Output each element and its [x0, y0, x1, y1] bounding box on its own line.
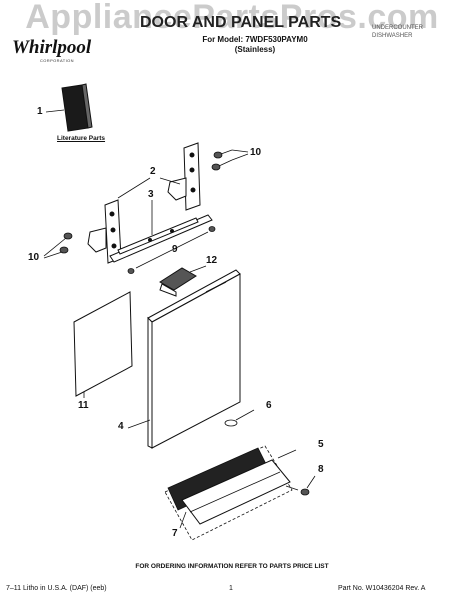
leader-2 [117, 177, 151, 199]
callout-3: 3 [148, 189, 154, 200]
callout-6: 6 [266, 400, 272, 411]
leader-10-top [231, 149, 249, 153]
door-label [224, 419, 238, 427]
callout-4: 4 [118, 421, 124, 432]
whirlpool-logo: Whirlpool [12, 37, 92, 58]
ordering-note: FOR ORDERING INFORMATION REFER TO PARTS … [135, 563, 329, 570]
callout-2: 2 [150, 166, 156, 177]
hinge-screws-right [211, 149, 233, 171]
callout-1: 1 [37, 106, 43, 117]
toe-panel-screw [285, 485, 310, 496]
callout-12: 12 [206, 255, 218, 266]
leader-10-bottom [43, 237, 67, 257]
page-title: DOOR AND PANEL PARTS [140, 14, 342, 31]
model-info: For Model: 7WDF530PAYM0 (Stainless) [160, 35, 350, 55]
leader-10-top-b [231, 153, 249, 161]
leader-9 [135, 231, 209, 269]
litho-info: 7–11 Litho in U.S.A. (DAF) (eeb) [6, 585, 107, 592]
leader-7 [179, 511, 187, 529]
door-panel [147, 269, 241, 449]
hinge-screws-left [59, 232, 73, 254]
leader-1 [45, 109, 65, 113]
callout-10-bottom: 10 [28, 252, 40, 263]
part-number: Part No. W10436204 Rev. A [338, 585, 426, 592]
product-type-line2: DISHWASHER [372, 33, 413, 39]
leader-10-bottom-b [43, 251, 63, 259]
door-vent [159, 267, 197, 297]
callout-8: 8 [318, 464, 324, 475]
callout-11: 11 [78, 400, 89, 411]
hinge-channel [109, 214, 213, 263]
inner-panel-sheet [73, 291, 133, 397]
finish-line: (Stainless) [234, 45, 276, 54]
leader-12 [189, 265, 207, 273]
model-line: For Model: 7WDF530PAYM0 [202, 35, 308, 44]
callout-7: 7 [172, 528, 178, 539]
leader-6 [235, 409, 255, 421]
literature-booklet [61, 83, 93, 132]
callout-10-top: 10 [250, 147, 262, 158]
product-type-line1: UNDERCOUNTER [372, 25, 423, 31]
watermark: AppliancePartsPros.com [25, 0, 439, 36]
toe-panel-group [164, 445, 293, 541]
leader-5 [277, 449, 297, 459]
product-type: UNDERCOUNTER DISHWASHER [372, 24, 460, 40]
leader-2b [159, 177, 181, 185]
leader-8 [306, 475, 316, 489]
right-hinge-bracket [167, 142, 201, 211]
callout-9: 9 [172, 244, 178, 255]
screw-9-right [208, 226, 216, 232]
literature-parts-label: Literature Parts [57, 135, 106, 142]
leader-4 [127, 419, 151, 429]
page-number: 1 [229, 585, 233, 592]
callout-5: 5 [318, 439, 324, 450]
logo-subtext: CORPORATION [40, 58, 74, 63]
toe-panel [181, 459, 291, 525]
screw-9-left [127, 268, 135, 274]
